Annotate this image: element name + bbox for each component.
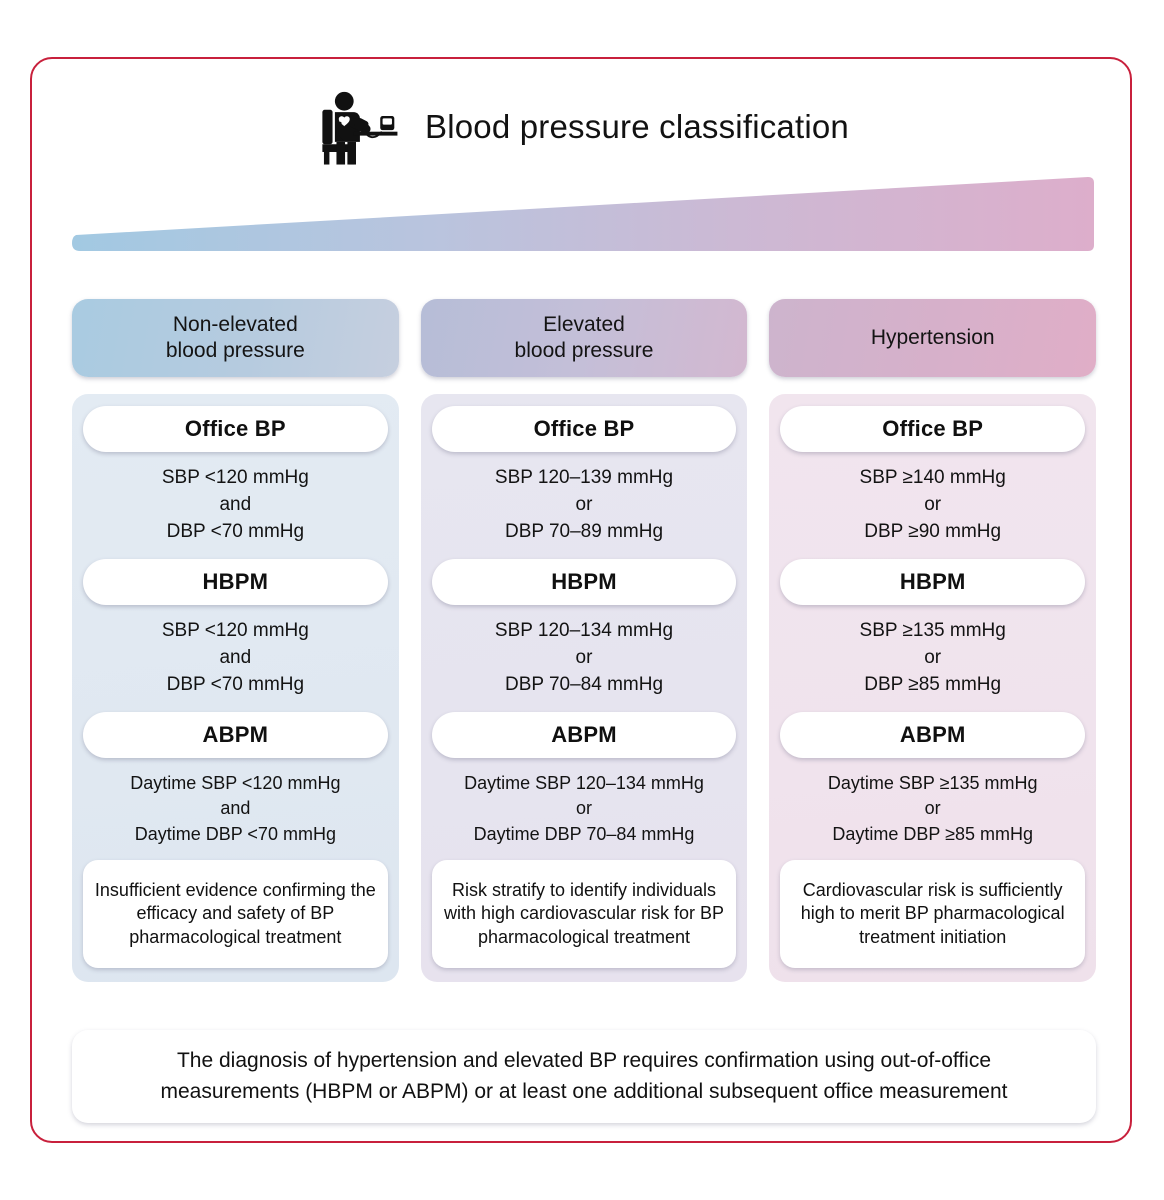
method-pill-office-bp: Office BP bbox=[431, 406, 737, 452]
criteria-line2: DBP 70–84 mmHg bbox=[504, 673, 664, 695]
column-header-line1: Elevated bbox=[543, 313, 625, 337]
criteria-connector: or bbox=[575, 493, 593, 515]
criteria-line2: DBP ≥85 mmHg bbox=[864, 673, 1002, 695]
criteria-hbpm: SBP ≥135 mmHg or DBP ≥85 mmHg bbox=[780, 605, 1085, 712]
criteria-line2: Daytime DBP ≥85 mmHg bbox=[832, 823, 1033, 844]
column-header-hypertension: Hypertension bbox=[769, 299, 1097, 377]
column-header-line2: blood pressure bbox=[165, 339, 305, 362]
footer-line1: The diagnosis of hypertension and elevat… bbox=[176, 1049, 992, 1073]
criteria-connector: and bbox=[219, 646, 252, 668]
column-elevated: Elevated blood pressure Office BP SBP 12… bbox=[420, 299, 748, 983]
severity-gradient-wedge bbox=[70, 171, 1094, 257]
footer-line2: measurements (HBPM or ABPM) or at least … bbox=[160, 1079, 1008, 1103]
method-pill-hbpm: HBPM bbox=[83, 558, 388, 605]
criteria-connector: and bbox=[219, 493, 252, 515]
criteria-line2: DBP 70–89 mmHg bbox=[504, 520, 664, 542]
column-header-non-elevated: Non-elevated blood pressure bbox=[72, 299, 399, 377]
column-header-line2: blood pressure bbox=[514, 339, 654, 362]
criteria-line1: SBP 120–134 mmHg bbox=[494, 619, 674, 641]
criteria-line1: SBP <120 mmHg bbox=[161, 619, 309, 641]
method-pill-office-bp: Office BP bbox=[83, 406, 388, 452]
seated-patient-bp-measurement-icon bbox=[322, 91, 398, 165]
column-header-line1: Non-elevated bbox=[172, 313, 298, 337]
figure-frame: Blood pressure classification Non-elevat… bbox=[30, 57, 1132, 1143]
criteria-connector: or bbox=[576, 798, 593, 819]
criteria-abpm: Daytime SBP 120–134 mmHg or Daytime DBP … bbox=[432, 758, 737, 861]
criteria-line2: DBP ≥90 mmHg bbox=[864, 520, 1002, 542]
criteria-office-bp: SBP 120–139 mmHg or DBP 70–89 mmHg bbox=[432, 452, 737, 559]
criteria-line2: Daytime DBP <70 mmHg bbox=[134, 823, 336, 844]
criteria-connector: or bbox=[924, 646, 942, 668]
recommendation-box: Cardiovascular risk is sufficiently high… bbox=[780, 860, 1086, 969]
criteria-hbpm: SBP 120–134 mmHg or DBP 70–84 mmHg bbox=[432, 605, 737, 712]
recommendation-box: Risk stratify to identify individuals wi… bbox=[431, 860, 737, 969]
method-pill-office-bp: Office BP bbox=[780, 406, 1086, 452]
criteria-line1: SBP 120–139 mmHg bbox=[494, 467, 674, 488]
criteria-line2: DBP <70 mmHg bbox=[166, 673, 305, 695]
criteria-line1: Daytime SBP <120 mmHg bbox=[130, 772, 341, 793]
criteria-line1: SBP ≥135 mmHg bbox=[859, 619, 1006, 641]
method-pill-abpm: ABPM bbox=[780, 711, 1086, 758]
criteria-connector: and bbox=[220, 798, 251, 819]
column-body-hypertension: Office BP SBP ≥140 mmHg or DBP ≥90 mmHg … bbox=[769, 394, 1097, 983]
criteria-connector: or bbox=[924, 493, 942, 515]
column-body-non-elevated: Office BP SBP <120 mmHg and DBP <70 mmHg… bbox=[72, 394, 399, 983]
criteria-line2: Daytime DBP 70–84 mmHg bbox=[473, 823, 695, 844]
criteria-hbpm: SBP <120 mmHg and DBP <70 mmHg bbox=[83, 605, 388, 712]
method-pill-abpm: ABPM bbox=[83, 711, 388, 758]
figure-header: Blood pressure classification bbox=[32, 81, 1130, 173]
criteria-line1: SBP <120 mmHg bbox=[161, 467, 309, 488]
method-pill-hbpm: HBPM bbox=[780, 558, 1086, 605]
column-hypertension: Hypertension Office BP SBP ≥140 mmHg or … bbox=[769, 299, 1097, 983]
criteria-office-bp: SBP <120 mmHg and DBP <70 mmHg bbox=[83, 452, 388, 559]
page-title: Blood pressure classification bbox=[424, 108, 849, 145]
column-header-line1: Hypertension bbox=[870, 326, 995, 350]
column-body-elevated: Office BP SBP 120–139 mmHg or DBP 70–89 … bbox=[420, 394, 748, 983]
criteria-connector: or bbox=[924, 798, 941, 819]
criteria-line1: Daytime SBP 120–134 mmHg bbox=[464, 772, 704, 793]
criteria-abpm: Daytime SBP <120 mmHg and Daytime DBP <7… bbox=[83, 758, 388, 861]
criteria-line1: Daytime SBP ≥135 mmHg bbox=[827, 772, 1038, 793]
criteria-connector: or bbox=[575, 646, 593, 668]
classification-columns: Non-elevated blood pressure Office BP SB… bbox=[72, 299, 1097, 983]
criteria-abpm: Daytime SBP ≥135 mmHg or Daytime DBP ≥85… bbox=[780, 758, 1085, 861]
column-non-elevated: Non-elevated blood pressure Office BP SB… bbox=[72, 299, 399, 983]
column-header-elevated: Elevated blood pressure bbox=[420, 299, 748, 377]
criteria-line1: SBP ≥140 mmHg bbox=[859, 467, 1006, 488]
recommendation-box: Insufficient evidence confirming the eff… bbox=[83, 860, 388, 969]
footer-note: The diagnosis of hypertension and elevat… bbox=[72, 1030, 1096, 1123]
method-pill-abpm: ABPM bbox=[431, 711, 737, 758]
criteria-office-bp: SBP ≥140 mmHg or DBP ≥90 mmHg bbox=[780, 452, 1085, 559]
criteria-line2: DBP <70 mmHg bbox=[166, 520, 305, 542]
method-pill-hbpm: HBPM bbox=[431, 558, 737, 605]
